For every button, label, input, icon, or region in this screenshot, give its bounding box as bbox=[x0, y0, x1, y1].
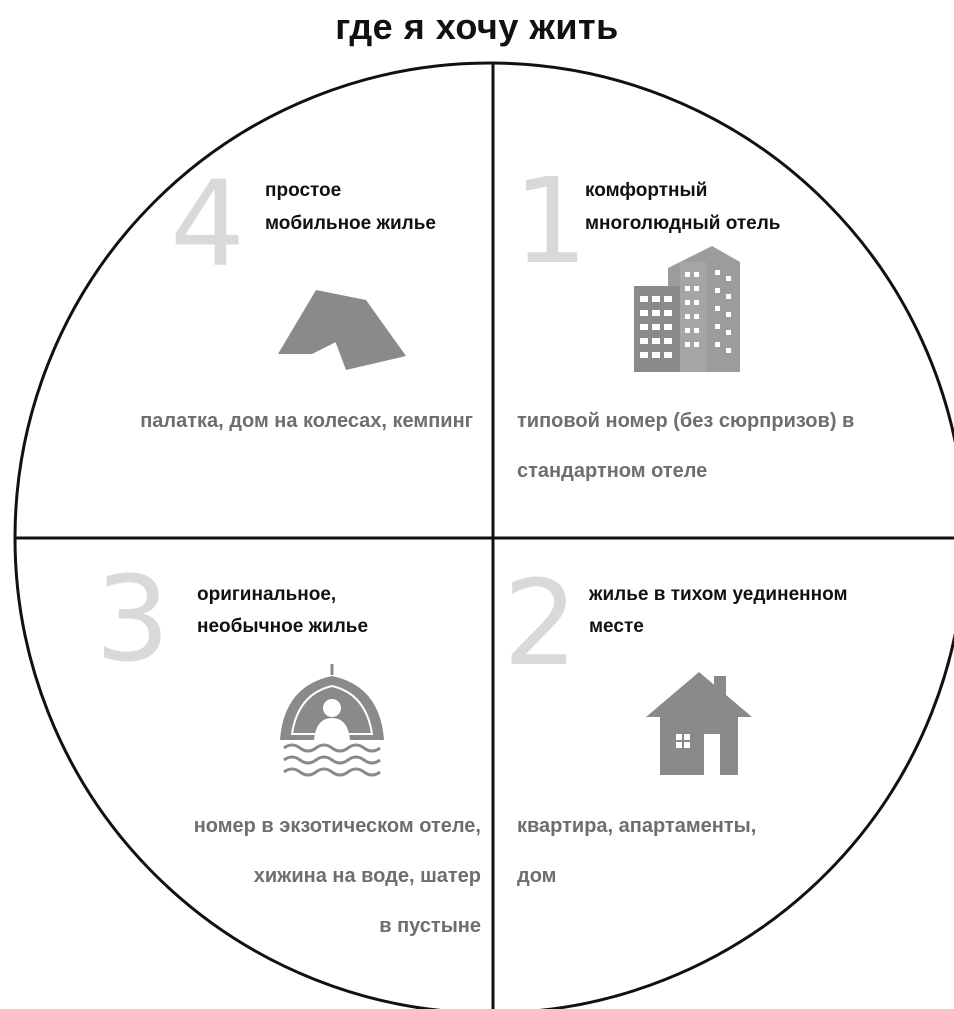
quadrant-number: 4 bbox=[170, 155, 245, 293]
quadrant-3: 3 оригинальное, необычное жилье номер в … bbox=[95, 550, 481, 937]
outer-circle bbox=[13, 61, 954, 1009]
quadrant-description: хижина на воде, шатер bbox=[254, 865, 481, 887]
quadrant-heading: необычное жилье bbox=[197, 616, 368, 637]
quadrant-2: 2 жилье в тихом уединенном месте квартир… bbox=[503, 554, 848, 887]
house-icon bbox=[646, 672, 752, 775]
quadrant-description: в пустыне bbox=[379, 915, 481, 937]
water-hut-icon bbox=[280, 664, 384, 777]
quadrant-heading: жилье в тихом уединенном bbox=[588, 584, 848, 605]
quadrant-description: квартира, апартаменты, bbox=[517, 815, 756, 837]
quadrant-heading: простое bbox=[265, 180, 341, 201]
quadrant-4: 4 простое мобильное жилье палатка, дом н… bbox=[140, 155, 473, 432]
quadrant-number: 2 bbox=[503, 554, 578, 692]
quadrant-description: дом bbox=[517, 865, 556, 887]
quadrant-heading: месте bbox=[589, 616, 644, 637]
quadrant-heading: оригинальное, bbox=[197, 584, 336, 605]
quadrant-heading: комфортный bbox=[585, 180, 707, 201]
tent-icon bbox=[278, 290, 406, 370]
quadrant-number: 1 bbox=[513, 152, 588, 290]
quadrant-description: палатка, дом на колесах, кемпинг bbox=[140, 410, 473, 432]
quadrant-description: типовой номер (без сюрпризов) в bbox=[517, 410, 854, 432]
quadrant-1: 1 комфортный многолюдный отель bbox=[513, 152, 854, 482]
quadrant-number: 3 bbox=[95, 550, 170, 688]
quadrant-description: номер в экзотическом отеле, bbox=[194, 815, 481, 837]
page-title: где я хочу жить bbox=[335, 6, 619, 47]
quadrant-heading: многолюдный отель bbox=[585, 213, 780, 234]
quadrant-description: стандартном отеле bbox=[517, 460, 707, 482]
quadrant-heading: мобильное жилье bbox=[265, 213, 436, 234]
office-building-icon bbox=[634, 246, 740, 372]
